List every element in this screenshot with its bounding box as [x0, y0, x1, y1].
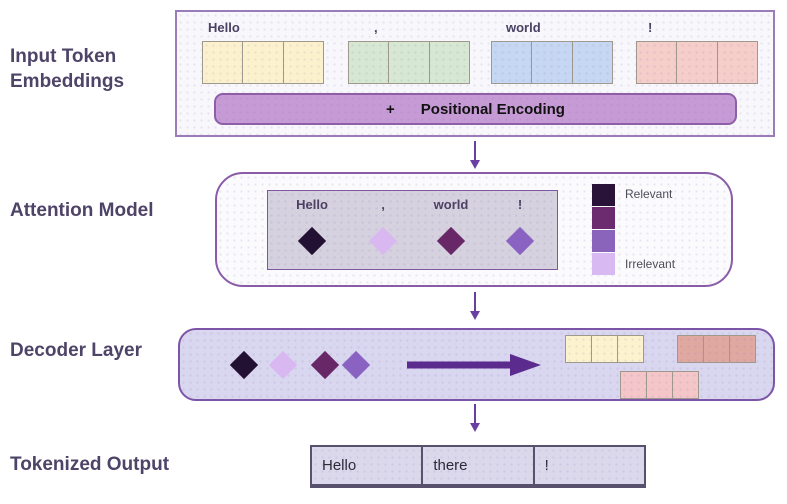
attention-token-label-world: world — [433, 197, 469, 212]
attention-model-box: Hello , world ! Relevant Irrelevant — [215, 172, 733, 287]
attention-diamond-bang — [505, 226, 535, 256]
decoder-section-title: Decoder Layer — [10, 340, 143, 361]
attention-token-label-bang: ! — [517, 197, 523, 212]
positional-encoding-bar: + Positional Encoding — [214, 93, 737, 125]
embedding-cells-world — [491, 41, 613, 84]
decoder-diamond-1 — [229, 350, 259, 380]
attention-section-title: Attention Model — [10, 200, 154, 221]
input-token-label-hello: Hello — [208, 20, 240, 35]
legend-swatch-2 — [592, 207, 615, 229]
input-embeddings-box: Hello , world ! + Positional Encoding — [175, 10, 775, 137]
decoder-layer-box — [178, 328, 775, 401]
attention-diamond-comma — [368, 226, 398, 256]
positional-encoding-label: Positional Encoding — [420, 100, 565, 118]
output-cell-hello: Hello — [322, 457, 357, 474]
legend-swatch-1 — [592, 184, 615, 206]
output-cell-there: there — [421, 447, 532, 484]
input-token-label-comma: , — [374, 20, 378, 35]
legend-swatch-3 — [592, 230, 615, 252]
attention-token-label-comma: , — [381, 197, 385, 212]
decoder-diamond-3 — [310, 350, 340, 380]
embedding-cells-bang — [636, 41, 758, 84]
attention-diamond-hello — [297, 226, 327, 256]
input-token-label-bang: ! — [648, 20, 653, 35]
embedding-cells-comma — [348, 41, 470, 84]
output-section-title: Tokenized Output — [10, 454, 170, 475]
down-arrow-icon — [470, 404, 480, 432]
input-section-title: Input Token Embeddings — [10, 46, 125, 93]
decoder-diamond-4 — [341, 350, 371, 380]
attention-tokens-panel: Hello , world ! — [267, 190, 558, 270]
embedding-cells-hello — [202, 41, 324, 84]
decoder-token-salmon — [677, 335, 756, 363]
legend-label-relevant: Relevant — [625, 187, 673, 201]
down-arrow-icon — [470, 141, 480, 169]
decoder-token-yellow — [565, 335, 644, 363]
down-arrow-icon — [470, 292, 480, 320]
input-token-label-world: world — [506, 20, 541, 35]
legend-label-irrelevant: Irrelevant — [625, 257, 676, 271]
legend-swatch-4 — [592, 253, 615, 275]
decoder-token-pink — [620, 371, 699, 399]
plus-icon: + — [386, 100, 395, 118]
attention-token-label-hello: Hello — [296, 197, 328, 212]
output-cell-bang: ! — [532, 447, 644, 484]
attention-diamond-world — [436, 226, 466, 256]
flow-arrow-icon — [407, 354, 541, 376]
decoder-diamond-2 — [268, 350, 298, 380]
tokenized-output-table: Hello there ! — [310, 445, 646, 488]
